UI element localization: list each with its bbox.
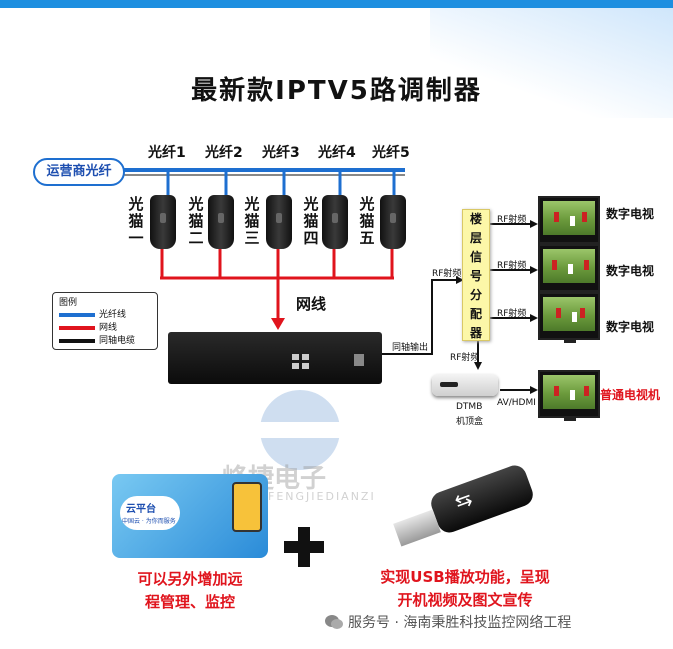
fiber-label-1: 光纤1 bbox=[148, 145, 186, 161]
modem-label-1: 光猫一 bbox=[128, 195, 144, 247]
modem-icon-1 bbox=[150, 195, 176, 249]
settop-box-icon bbox=[432, 374, 498, 396]
digital-tv-label-1: 数字电视 bbox=[606, 207, 655, 221]
eth-arrow bbox=[271, 318, 285, 330]
regular-tv-label: 普通电视机 bbox=[600, 388, 661, 402]
watermark-logo bbox=[260, 390, 340, 470]
operator-fiber-badge: 运营商光纤 bbox=[33, 158, 125, 186]
modem-icon-3 bbox=[266, 195, 292, 249]
rf-label-3: RF射频 bbox=[497, 309, 527, 319]
tv-icon-2 bbox=[538, 244, 600, 295]
ethernet-label: 网线 bbox=[296, 295, 327, 313]
rf-label-4: RF射频 bbox=[450, 353, 480, 363]
stb-label-1: DTMB bbox=[456, 402, 483, 412]
rf-label-1: RF射频 bbox=[497, 215, 527, 225]
iptv-modulator-device bbox=[168, 332, 382, 384]
modem-label-5: 光猫五 bbox=[359, 195, 375, 247]
tv-icon-3 bbox=[538, 292, 600, 343]
diagram-title: 最新款IPTV5路调制器 bbox=[191, 76, 482, 106]
fiber-label-5: 光纤5 bbox=[372, 145, 410, 161]
modem-icon-2 bbox=[208, 195, 234, 249]
modem-label-3: 光猫三 bbox=[244, 195, 260, 247]
legend-item-ethernet: 网线 bbox=[59, 320, 117, 333]
legend-title: 图例 bbox=[59, 298, 78, 308]
coax-output-label: 同轴输出 bbox=[392, 343, 429, 353]
stb-label-2: 机顶盒 bbox=[456, 417, 484, 427]
watermark-subtext: FENGJIEDIANZI bbox=[268, 490, 376, 503]
rf-label-2: RF射频 bbox=[497, 261, 527, 271]
usb-playback-text: 实现USB播放功能，呈现开机视频及图文宣传 bbox=[380, 568, 550, 609]
top-bar bbox=[0, 0, 673, 8]
modem-icon-4 bbox=[322, 195, 348, 249]
fiber-label-2: 光纤2 bbox=[205, 145, 243, 161]
legend-item-fiber: 光纤线 bbox=[59, 307, 126, 320]
wechat-icon bbox=[325, 615, 343, 629]
legend-item-coax: 同轴电缆 bbox=[59, 333, 135, 346]
cloud-platform-image: 云平台 中国云 · 为你而服务 bbox=[112, 474, 268, 558]
digital-tv-label-2: 数字电视 bbox=[606, 264, 655, 278]
cloud-subtitle: 中国云 · 为你而服务 bbox=[122, 518, 176, 525]
cloud-title: 云平台 bbox=[126, 504, 156, 515]
av-hdmi-label: AV/HDMI bbox=[497, 398, 536, 408]
rf-label-in: RF射频 bbox=[432, 269, 462, 279]
background-wash bbox=[430, 8, 673, 118]
cloud-icon bbox=[120, 496, 180, 530]
modem-label-2: 光猫二 bbox=[188, 195, 204, 247]
remote-management-text: 可以另外增加远程管理、监控 bbox=[137, 570, 243, 611]
modem-icon-5 bbox=[380, 195, 406, 249]
fiber-label-3: 光纤3 bbox=[262, 145, 300, 161]
legend: 图例 光纤线 网线 同轴电缆 bbox=[52, 292, 158, 350]
tv-icon-4 bbox=[538, 370, 600, 421]
fiber-label-4: 光纤4 bbox=[318, 145, 356, 161]
tv-icon-1 bbox=[538, 196, 600, 247]
digital-tv-label-3: 数字电视 bbox=[606, 320, 655, 334]
floor-signal-splitter: 楼层信号分配器 bbox=[462, 209, 490, 341]
phone-icon bbox=[232, 482, 262, 532]
coax-to-splitter bbox=[382, 279, 460, 355]
modem-label-4: 光猫四 bbox=[303, 195, 319, 247]
footer-account: 服务号 · 海南秉胜科技监控网络工程 bbox=[348, 615, 572, 631]
